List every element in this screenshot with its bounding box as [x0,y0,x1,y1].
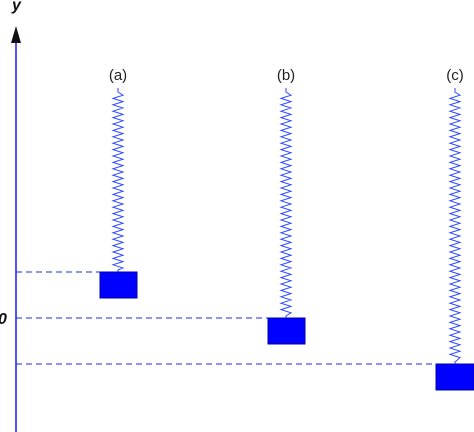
spring-label-c: (c) [446,67,464,84]
spring-label-b: (b) [277,67,295,84]
mass-a [99,271,138,299]
spring-a [111,88,125,272]
y-axis-label: y [11,0,22,14]
mass-b [267,317,306,345]
spring-c [448,88,462,364]
spring-b [279,88,293,318]
mass-c [435,363,474,391]
origin-label: 0 [0,311,7,328]
spring-label-a: (a) [109,67,127,84]
y-axis-arrow-icon [11,26,21,43]
